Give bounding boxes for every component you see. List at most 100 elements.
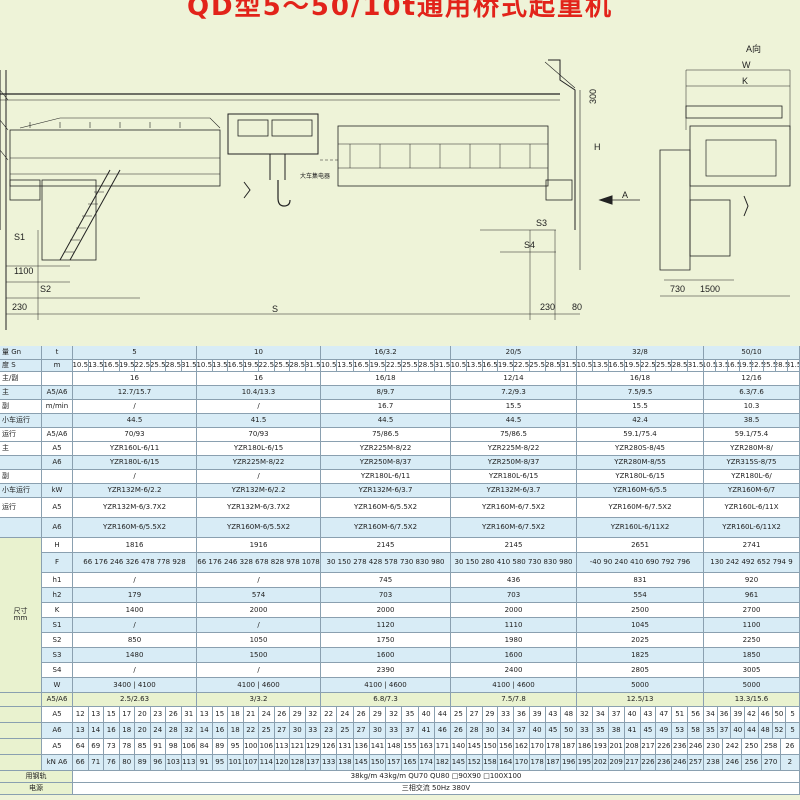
load-cell: 32	[386, 707, 403, 723]
motor-cell: YZR160L-6/11	[73, 442, 197, 456]
load-cell: 43	[640, 707, 657, 723]
load-cell: 164	[498, 755, 514, 771]
speed-cell: 12.7/15.7	[73, 386, 197, 400]
dim-cell: 2145	[321, 538, 451, 553]
load-cell: 16	[104, 723, 120, 739]
load-cell: 96	[150, 755, 166, 771]
row-unit: A5/A6	[42, 428, 73, 442]
row-unit: m/min	[42, 400, 73, 414]
load-cell: 39	[731, 707, 746, 723]
load-cell: 29	[369, 707, 386, 723]
load-cell: 14	[88, 723, 104, 739]
speed-cell: 75/86.5	[451, 428, 577, 442]
load-cell: 47	[656, 707, 673, 723]
dim-key: S3	[42, 648, 73, 663]
load-cell: 18	[228, 707, 244, 723]
power-label: 电源	[0, 783, 73, 795]
span-cell: 22.5	[135, 360, 151, 372]
load-cell: 126	[321, 739, 338, 755]
dim-cell: 2250	[704, 633, 800, 648]
label-k: K	[742, 76, 748, 86]
capacity-header: 5	[73, 346, 197, 360]
load-cell: 33	[498, 707, 514, 723]
load-cell: 138	[337, 755, 354, 771]
load-cell: 26	[166, 707, 182, 723]
motor-cell: YZR280S-8/45	[577, 442, 704, 456]
row-label: 副	[0, 400, 42, 414]
row-unit	[42, 414, 73, 428]
load-cell: 156	[498, 739, 514, 755]
label-arrow-a: A	[622, 190, 628, 200]
row-label	[0, 707, 42, 723]
rail-label: 用钢轨	[0, 771, 73, 783]
load-cell: 258	[761, 739, 781, 755]
label-s1: S1	[14, 232, 25, 242]
load-cell: 37	[608, 707, 625, 723]
row-label: 副	[0, 470, 42, 484]
load-cell: 33	[577, 723, 593, 739]
motor-cell: YZR180L-6/15	[451, 470, 577, 484]
load-cell: 34	[498, 723, 514, 739]
load-cell: 37	[402, 723, 419, 739]
load-cell: 46	[758, 707, 773, 723]
load-cell: 89	[135, 755, 151, 771]
dim-cell: 2145	[451, 538, 577, 553]
load-cell: 256	[742, 755, 762, 771]
motor-cell: YZR132M-6/2.2	[73, 484, 197, 498]
span-cell: 22.5	[259, 360, 275, 372]
label-300: 300	[588, 89, 598, 104]
span-cell: 10.5	[704, 360, 716, 372]
row-unit: t	[42, 346, 73, 360]
load-cell: 30	[369, 723, 386, 739]
load-cell: 41	[624, 723, 641, 739]
label-trolley-collector: 大车集电器	[300, 172, 330, 180]
weight-cell: 2.5/2.63	[73, 693, 197, 707]
row-label: 主	[0, 442, 42, 456]
load-cell: 89	[212, 739, 228, 755]
row-unit: A6	[42, 518, 73, 538]
span-cell: 16.5	[228, 360, 244, 372]
load-cell: 236	[672, 739, 689, 755]
speed-cell: /	[73, 400, 197, 414]
dim-cell: 66 176 246 326 478 778 928	[73, 553, 197, 573]
load-cell: 27	[466, 707, 483, 723]
row-unit: A5	[42, 498, 73, 518]
load-cell: 95	[212, 755, 228, 771]
load-cell: 174	[418, 755, 435, 771]
label-230-right: 230	[540, 302, 555, 312]
load-cell: 107	[243, 755, 259, 771]
label-s4: S4	[524, 240, 535, 250]
speed-cell: 42.4	[577, 414, 704, 428]
span-cell: 25.5	[150, 360, 166, 372]
dim-cell: 703	[321, 588, 451, 603]
dim-cell: -40 90 240 410 690 792 796	[577, 553, 704, 573]
row-unit: A5/A6	[42, 693, 73, 707]
load-cell: 242	[723, 739, 743, 755]
load-cell: 208	[624, 739, 641, 755]
load-cell: 129	[305, 739, 321, 755]
motor-cell: YZR160M-6/5.5X2	[73, 518, 197, 538]
load-cell: 226	[656, 739, 673, 755]
dim-key: F	[42, 553, 73, 573]
dim-key: S1	[42, 618, 73, 633]
motor-cell: YZR250M-8/37	[451, 456, 577, 470]
span-cell: 19.5	[624, 360, 641, 372]
speed-cell: 59.1/75.4	[577, 428, 704, 442]
row-unit: A5	[42, 442, 73, 456]
dim-cell: 2741	[704, 538, 800, 553]
load-cell: 64	[73, 739, 89, 755]
load-cell: 5	[786, 723, 800, 739]
load-cell: 20	[135, 707, 151, 723]
load-cell: 16	[212, 723, 228, 739]
load-cell: 49	[656, 723, 673, 739]
load-cell: 217	[624, 755, 641, 771]
load-cell: 178	[529, 755, 546, 771]
load-cell: 155	[402, 739, 419, 755]
span-cell: 13.5	[592, 360, 609, 372]
load-cell: 103	[166, 755, 182, 771]
span-cell: 19.5	[119, 360, 135, 372]
load-cell: 14	[197, 723, 213, 739]
load-cell: 209	[608, 755, 625, 771]
load-cell: 95	[228, 739, 244, 755]
dim-cell: /	[73, 573, 197, 588]
